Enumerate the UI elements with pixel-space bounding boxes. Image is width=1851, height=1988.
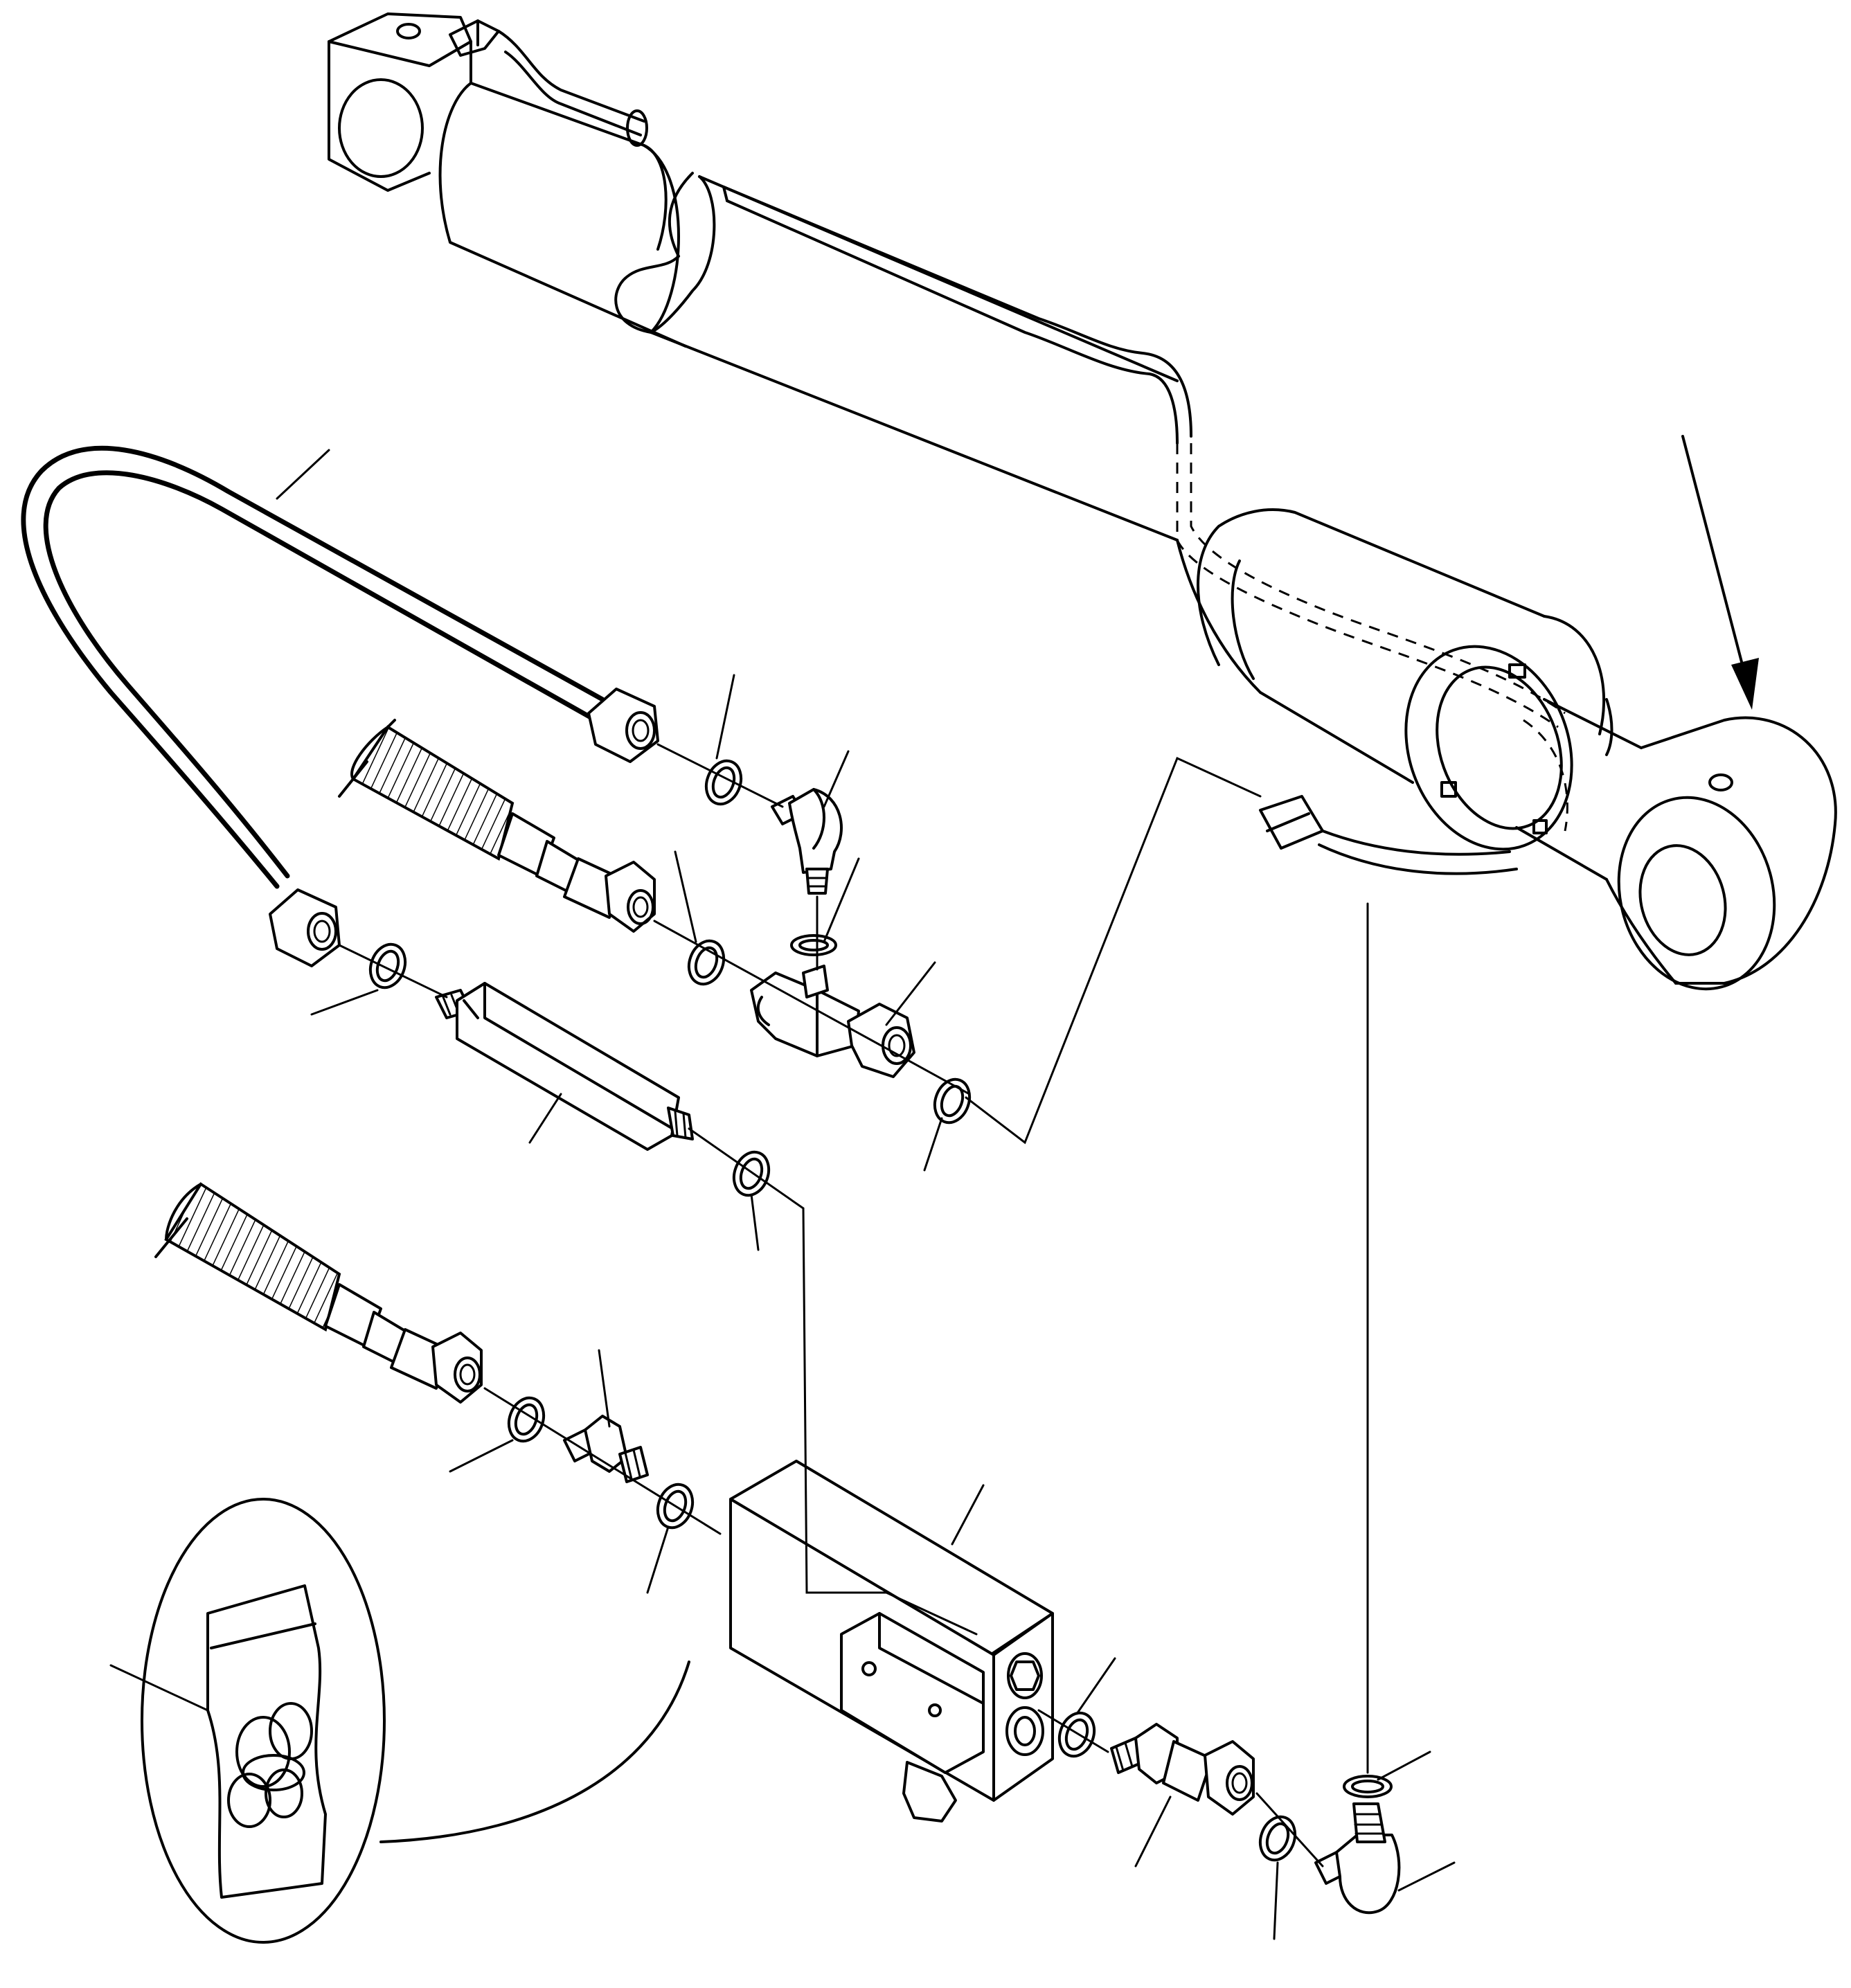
assembly-lines xyxy=(338,743,1369,1868)
o-ring-3 xyxy=(790,934,837,956)
cylinder-gland-port-fitting xyxy=(1259,795,1518,875)
cylinder-rod-eye xyxy=(1605,716,1837,991)
hose-lower xyxy=(154,1182,483,1404)
direction-arrow-icon xyxy=(1681,435,1759,710)
o-ring-11 xyxy=(1343,1775,1393,1798)
o-ring-6 xyxy=(732,1150,771,1197)
o-ring-5 xyxy=(933,1077,972,1125)
cylinder-main-barrel xyxy=(650,175,1566,728)
o-ring-9 xyxy=(1057,1711,1096,1758)
tube-nut-lower xyxy=(269,888,341,967)
o-ring-2 xyxy=(687,939,726,986)
adapter-fitting-lower xyxy=(1110,1723,1255,1816)
elbow-fitting-icon xyxy=(771,788,843,895)
cylinder-piston-rod xyxy=(1515,698,1643,881)
o-ring-10 xyxy=(1258,1815,1297,1862)
hydraulic-cylinder-icon xyxy=(328,12,1837,991)
elbow-fitting-lower xyxy=(1314,1802,1401,1915)
valve-block-icon xyxy=(729,1460,1054,1823)
adapter-fitting-middle xyxy=(563,1415,649,1483)
tee-fitting-icon xyxy=(750,965,915,1078)
o-ring-icon xyxy=(704,759,743,806)
cylinder-break xyxy=(614,172,716,334)
cylinder-clevis-block xyxy=(328,12,500,192)
tube-nut-upper xyxy=(587,688,659,763)
o-ring-4 xyxy=(368,942,407,989)
cylinder-cap-barrel xyxy=(438,30,687,348)
adapter-fitting-icon xyxy=(435,982,694,1151)
cylinder-head-gland xyxy=(1176,508,1606,851)
o-ring-kit-bag-icon xyxy=(141,1498,690,1944)
o-ring-7 xyxy=(507,1396,546,1443)
hose-icon xyxy=(338,719,656,933)
leader-lines xyxy=(109,449,1456,1940)
